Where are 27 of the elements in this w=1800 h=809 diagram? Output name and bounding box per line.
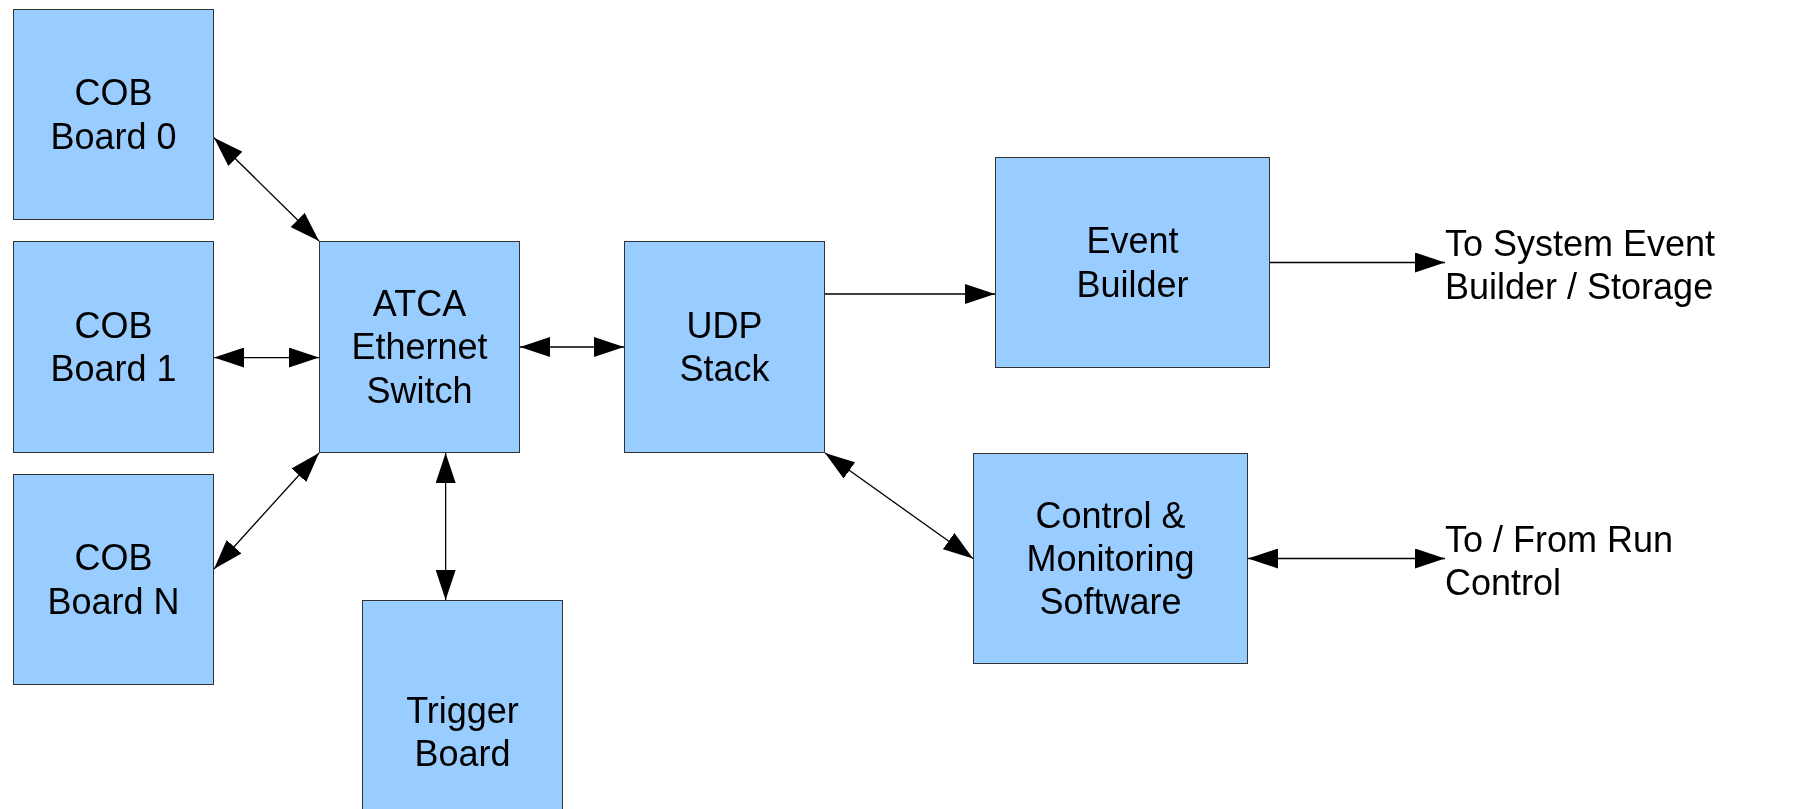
box-label: Control & Monitoring Software: [1025, 493, 1196, 624]
process-box: [13, 9, 214, 220]
connector-arrow: [213, 347, 320, 368]
connector-arrow: [824, 452, 974, 560]
destination-text: To System Event Builder / Storage: [1445, 221, 1717, 309]
process-box: [319, 241, 520, 453]
connector-arrow: [213, 137, 320, 242]
box-label: Trigger Board: [405, 688, 520, 776]
process-box: [13, 474, 214, 685]
process-box: [624, 241, 825, 453]
box-label: UDP Stack: [678, 303, 771, 391]
process-box: [362, 600, 563, 809]
destination-text: To / From Run Control: [1445, 517, 1675, 605]
connector-arrow: [435, 452, 456, 601]
connector-arrow: [213, 452, 320, 570]
process-box: [995, 157, 1270, 368]
box-label: COB Board 0: [49, 71, 178, 158]
process-box: [973, 453, 1248, 664]
box-label: Event Builder: [1075, 219, 1190, 306]
box-label: ATCA Ethernet Switch: [350, 282, 489, 412]
box-label: COB Board 1: [49, 303, 178, 391]
connector-arrow: [1269, 252, 1446, 273]
process-box: [13, 241, 214, 453]
connector-arrow: [1247, 548, 1446, 569]
connector-arrow: [519, 337, 625, 357]
connector-arrow: [824, 284, 996, 304]
box-label: COB Board N: [46, 536, 181, 623]
